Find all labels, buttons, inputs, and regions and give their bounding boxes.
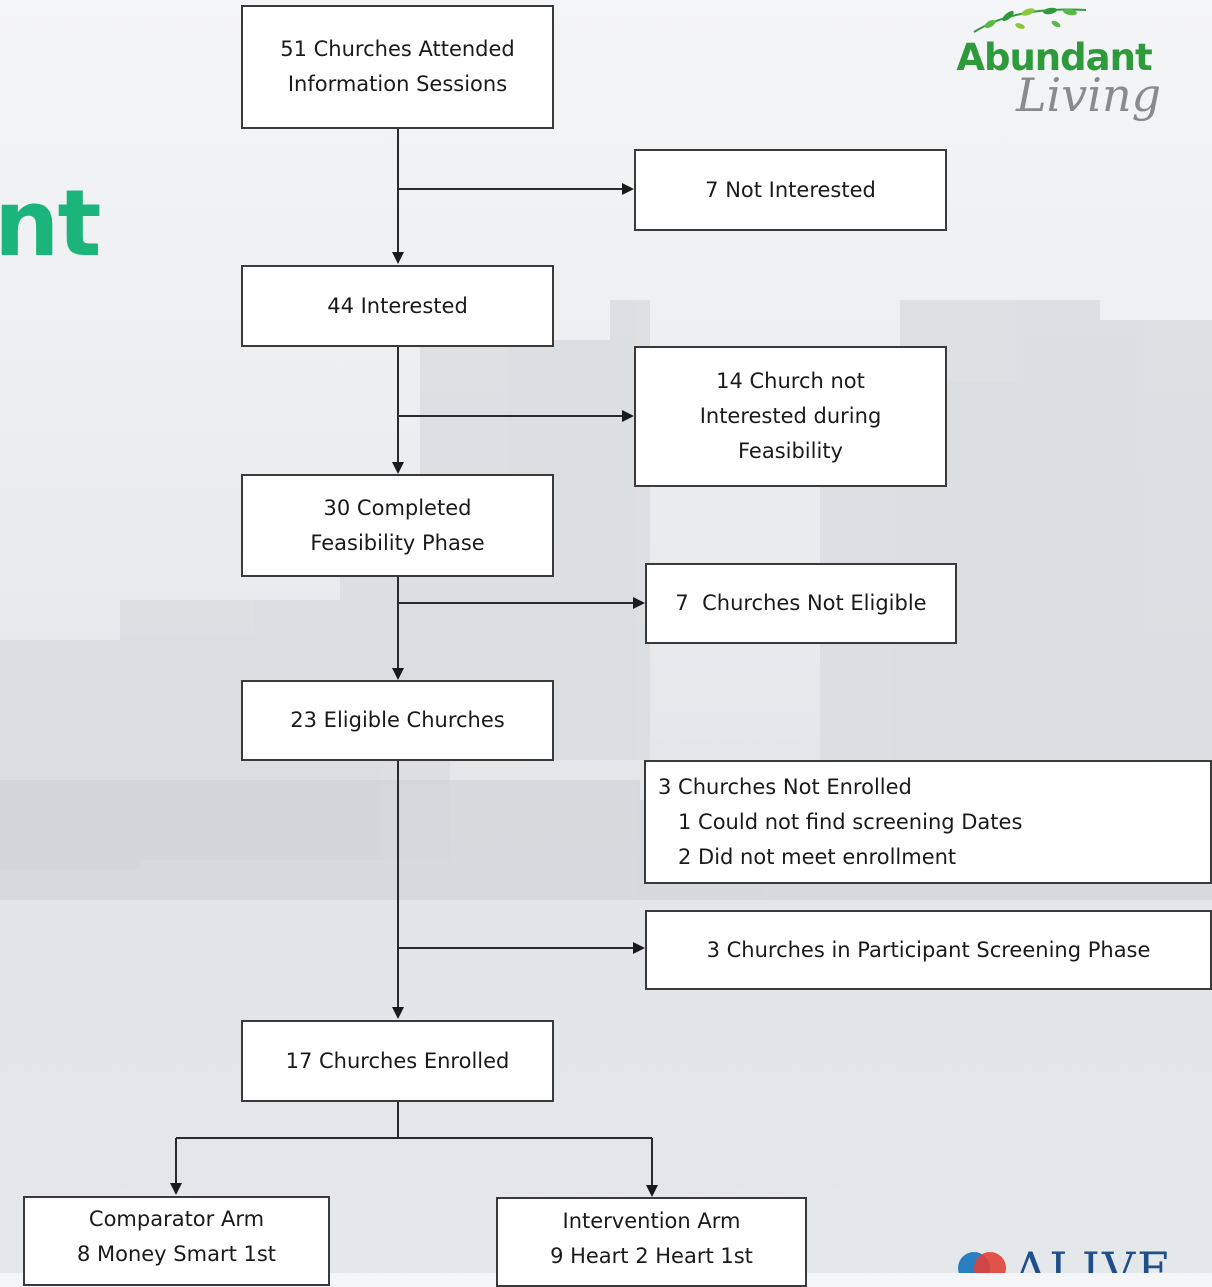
- box-eligible-churches: 23 Eligible Churches: [241, 680, 554, 761]
- alive-wordmark: ALIVE: [1014, 1242, 1173, 1273]
- box-text: 9 Heart 2 Heart 1st: [550, 1244, 753, 1268]
- box-interested: 44 Interested: [241, 265, 554, 347]
- box-text: 1 Could not find screening Dates: [678, 809, 1023, 834]
- box-completed-feasibility: 30 Completed Feasibility Phase: [241, 474, 554, 577]
- box-text: 8 Money Smart 1st: [76, 1242, 277, 1266]
- box-text: 2 Did not meet enrollment: [678, 844, 957, 869]
- box-text: Feasibility: [737, 439, 843, 463]
- box-not-eligible: 7 Churches Not Eligible: [645, 563, 957, 644]
- box-text: 14 Church not: [716, 369, 865, 393]
- box-screening-phase: 3 Churches in Participant Screening Phas…: [645, 910, 1212, 990]
- box-text: 7 Churches Not Eligible: [675, 591, 927, 615]
- alive-emblem-icon: [958, 1252, 1006, 1273]
- leaves-icon: [973, 7, 1087, 33]
- box-information-sessions: 51 Churches Attended Information Session…: [241, 5, 554, 129]
- box-text: 3 Churches in Participant Screening Phas…: [706, 937, 1151, 962]
- logo-wordmark: Abundant: [956, 36, 1152, 79]
- box-comparator-arm: Comparator Arm 8 Money Smart 1st: [23, 1196, 330, 1286]
- box-text: Feasibility Phase: [310, 530, 485, 555]
- box-not-enrolled: 3 Churches Not Enrolled 1 Could not find…: [644, 760, 1212, 884]
- box-churches-enrolled: 17 Churches Enrolled: [241, 1020, 554, 1102]
- box-text: Comparator Arm: [88, 1207, 265, 1231]
- logo-script: Living: [1016, 68, 1162, 122]
- box-text: Information Sessions: [287, 72, 508, 96]
- slide-title-fragment: nt: [0, 170, 101, 277]
- box-text: 30 Completed: [323, 495, 472, 520]
- abundant-living-logo: Abundant Living: [946, 2, 1162, 142]
- box-text: 3 Churches Not Enrolled: [658, 774, 912, 799]
- box-intervention-arm: Intervention Arm 9 Heart 2 Heart 1st: [496, 1197, 807, 1287]
- box-text: 23 Eligible Churches: [290, 708, 505, 732]
- box-text: 7 Not Interested: [705, 177, 876, 202]
- box-not-interested: 7 Not Interested: [634, 149, 947, 231]
- box-text: Interested during: [699, 404, 882, 428]
- box-text: 17 Churches Enrolled: [285, 1048, 510, 1073]
- alive-logo: ALIVE: [956, 1240, 1212, 1273]
- box-feasibility-drop: 14 Church not Interested during Feasibil…: [634, 346, 947, 487]
- box-text: 44 Interested: [327, 293, 468, 318]
- box-text: 51 Churches Attended: [280, 37, 515, 61]
- box-text: Intervention Arm: [562, 1209, 741, 1233]
